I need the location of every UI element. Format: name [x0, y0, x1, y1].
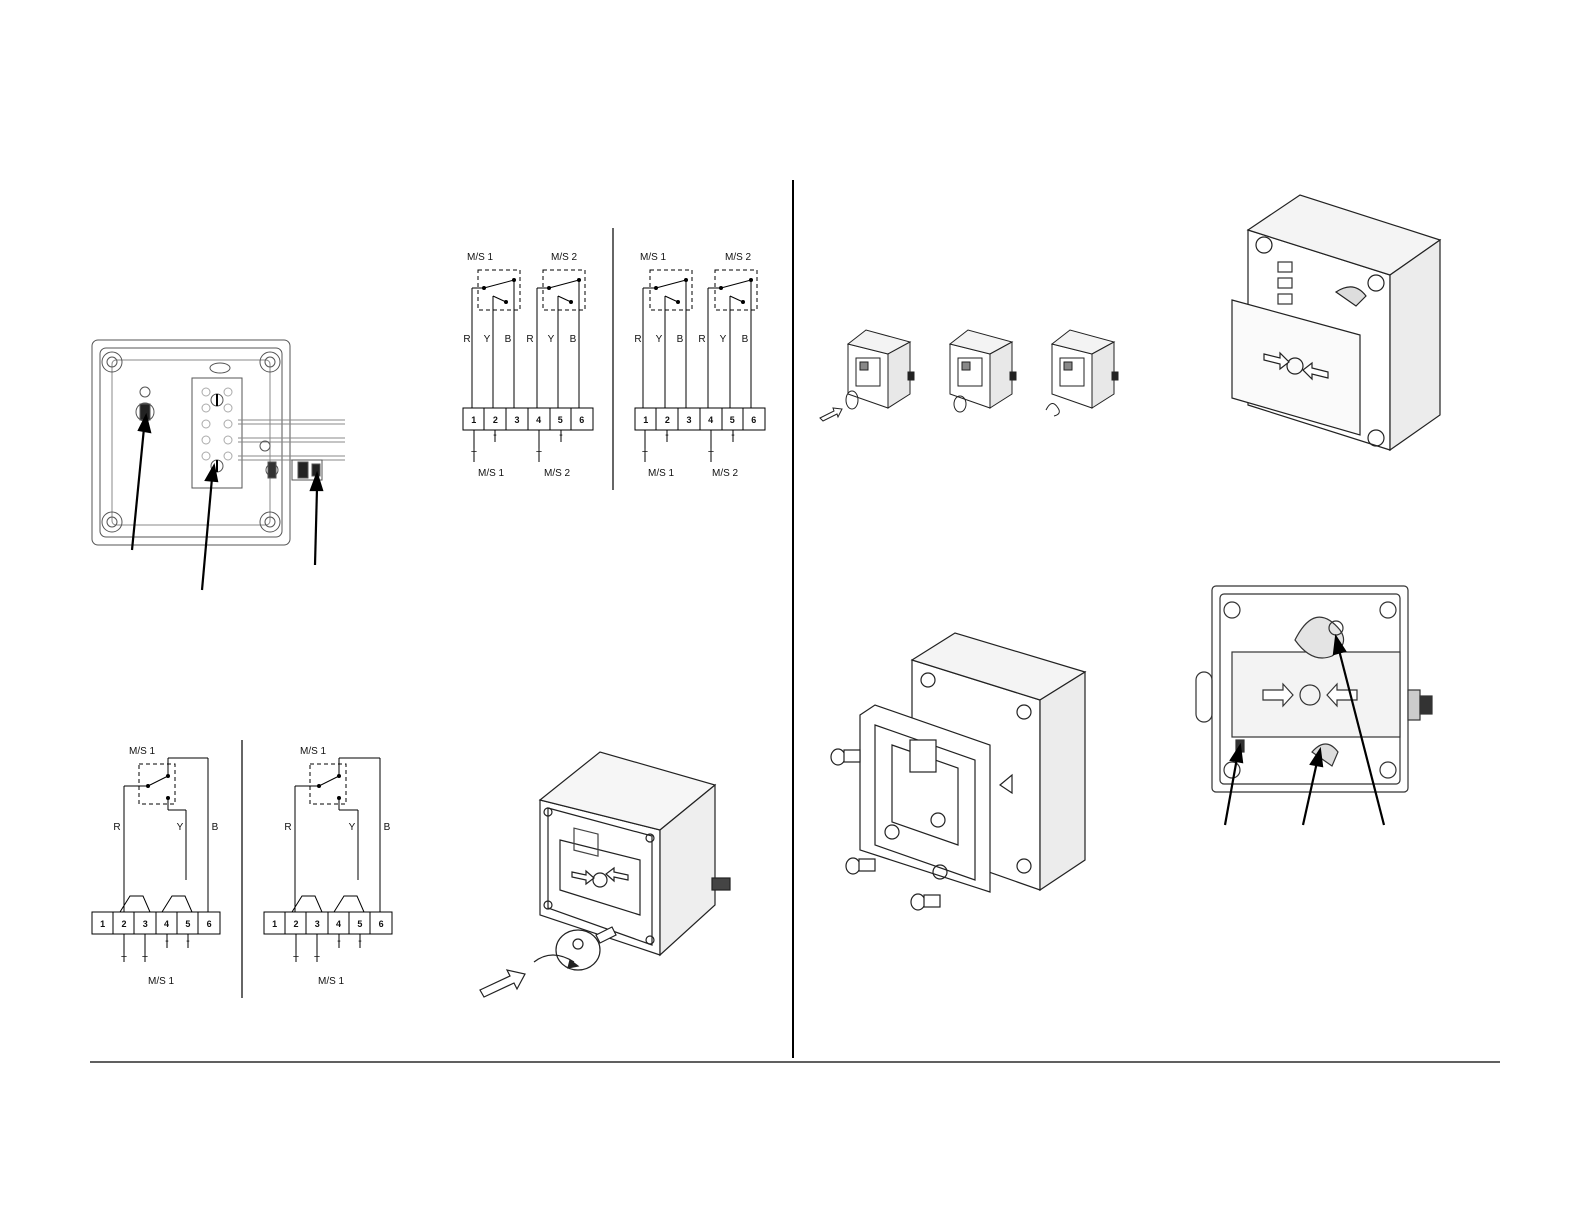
terminal-number: 1: [100, 919, 105, 929]
terminal-number: 6: [579, 415, 584, 425]
step-1-unit: [820, 330, 914, 421]
terminal-number: 2: [293, 919, 298, 929]
step-3-unit: [1046, 330, 1118, 416]
key-steps-illustrations: [820, 330, 1118, 421]
terminal-number: 4: [336, 919, 341, 929]
polarity-sign: -: [337, 935, 341, 947]
terminal-number: 5: [357, 919, 362, 929]
wiring-single-right: M/S 1 R Y B 1 2 3 4 5 6 + + - - M/S 1: [264, 746, 392, 987]
wire-label: Y: [720, 334, 727, 345]
wire-label: Y: [484, 334, 491, 345]
terminal-number: 6: [207, 919, 212, 929]
label-ms1-top: M/S 1: [640, 252, 667, 263]
polarity-sign: +: [708, 446, 714, 458]
key-test-illustration: [480, 752, 730, 997]
wire-label: B: [384, 822, 391, 833]
wire-label: Y: [349, 822, 356, 833]
terminal-number: 4: [708, 415, 713, 425]
label-ms2-top: M/S 2: [725, 252, 752, 263]
wire-label: R: [526, 334, 533, 345]
label-ms1-bottom: M/S 1: [478, 468, 505, 479]
terminal-number: 3: [315, 919, 320, 929]
wire-label: R: [463, 334, 470, 345]
label-ms1-bottom: M/S 1: [318, 976, 345, 987]
wire-label: B: [505, 334, 512, 345]
terminal-number: 2: [493, 415, 498, 425]
wire-label: R: [284, 822, 291, 833]
polarity-sign: -: [665, 429, 669, 441]
terminal-number: 2: [665, 415, 670, 425]
polarity-sign: +: [471, 446, 477, 458]
cover-exploded-illustration: [831, 633, 1085, 910]
polarity-sign: +: [642, 446, 648, 458]
polarity-sign: +: [314, 951, 320, 963]
terminal-number: 5: [185, 919, 190, 929]
terminal-number: 4: [536, 415, 541, 425]
label-ms1-bottom: M/S 1: [148, 976, 175, 987]
terminal-number: 1: [643, 415, 648, 425]
terminal-number: 5: [730, 415, 735, 425]
wire-label: Y: [656, 334, 663, 345]
polarity-sign: -: [493, 429, 497, 441]
terminal-number: 3: [686, 415, 691, 425]
wire-label: R: [113, 822, 120, 833]
polarity-sign: -: [186, 935, 190, 947]
polarity-sign: +: [121, 951, 127, 963]
label-ms1-top: M/S 1: [129, 746, 156, 757]
polarity-sign: -: [358, 935, 362, 947]
terminal-number: 4: [164, 919, 169, 929]
wire-label: R: [634, 334, 641, 345]
label-ms2-bottom: M/S 2: [712, 468, 739, 479]
polarity-sign: +: [142, 951, 148, 963]
terminal-number: 1: [471, 415, 476, 425]
wire-label: R: [698, 334, 705, 345]
terminal-number: 1: [272, 919, 277, 929]
glass-insertion-illustration: [1232, 195, 1440, 450]
wire-label: B: [212, 822, 219, 833]
label-ms1-top: M/S 1: [300, 746, 327, 757]
polarity-sign: +: [293, 951, 299, 963]
wire-label: B: [677, 334, 684, 345]
polarity-sign: -: [731, 429, 735, 441]
polarity-sign: -: [165, 935, 169, 947]
terminal-number: 3: [143, 919, 148, 929]
wiring-single-left: M/S 1 R Y B 1 2 3 4 5 6 + + - - M/S 1: [92, 746, 220, 987]
wire-label: B: [570, 334, 577, 345]
wire-label: Y: [548, 334, 555, 345]
terminal-enclosure-view: [92, 340, 345, 545]
polarity-sign: -: [559, 429, 563, 441]
terminal-number: 5: [558, 415, 563, 425]
polarity-sign: +: [536, 446, 542, 458]
terminal-number: 3: [514, 415, 519, 425]
label-ms1-top: M/S 1: [467, 252, 494, 263]
wire-label: B: [742, 334, 749, 345]
wiring-dual-right: M/S 1 M/S 2 R Y B R Y B 1 2 3 4 5 6 + - + - M/S 1 M/S…: [634, 252, 765, 479]
terminal-number: 6: [751, 415, 756, 425]
terminal-number: 6: [379, 919, 384, 929]
wiring-dual-left: M/S 1 M/S 2 R Y B R Y B 1 2 3 4 5 6 + - + - M/S 1: [463, 252, 593, 479]
label-ms2-top: M/S 2: [551, 252, 578, 263]
step-2-unit: [950, 330, 1016, 412]
terminal-number: 2: [121, 919, 126, 929]
label-ms1-bottom: M/S 1: [648, 468, 675, 479]
wire-label: Y: [177, 822, 184, 833]
label-ms2-bottom: M/S 2: [544, 468, 571, 479]
